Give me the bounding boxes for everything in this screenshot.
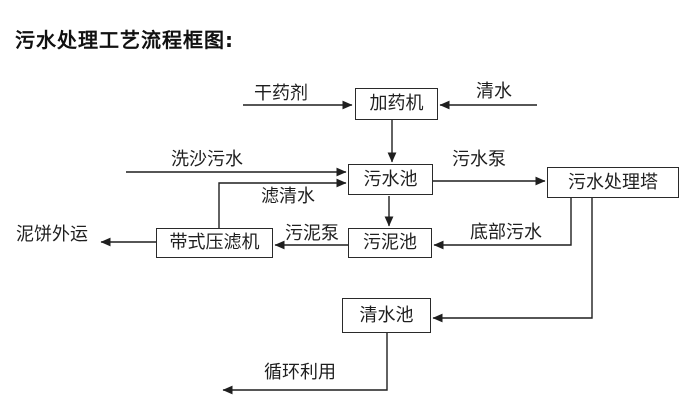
label-recycle-use: 循环利用	[264, 362, 336, 383]
label-clean-water: 清水	[476, 81, 512, 102]
label-sewage-pump: 污水泵	[452, 149, 506, 170]
edge-bottom-sewage-to-sludge-pool	[433, 198, 572, 250]
edge-clean-water-pool-to-recycle-use	[222, 333, 388, 395]
page-title: 污水处理工艺流程框图:	[15, 28, 234, 52]
label-dry-agent: 干药剂	[254, 83, 308, 104]
node-belt-filter-press: 带式压滤机	[156, 228, 273, 258]
node-sewage-pool: 污水池	[348, 164, 433, 195]
node-dosing-machine: 加药机	[355, 88, 438, 120]
label-sludge-pump: 污泥泵	[285, 223, 339, 244]
label-mud-cake-out: 泥饼外运	[16, 224, 88, 245]
label-filtered-water: 滤清水	[261, 186, 315, 207]
node-sludge-pool: 污泥池	[348, 228, 432, 258]
node-treatment-tower: 污水处理塔	[547, 167, 679, 198]
label-bottom-sewage: 底部污水	[470, 222, 542, 243]
edge-treatment-tower-to-clean-water-pool	[432, 198, 593, 323]
node-clean-water-pool: 清水池	[342, 298, 431, 333]
label-sand-washing-sewage: 洗沙污水	[171, 149, 243, 170]
edge-filtered-water-to-sewage-pool	[218, 178, 347, 228]
